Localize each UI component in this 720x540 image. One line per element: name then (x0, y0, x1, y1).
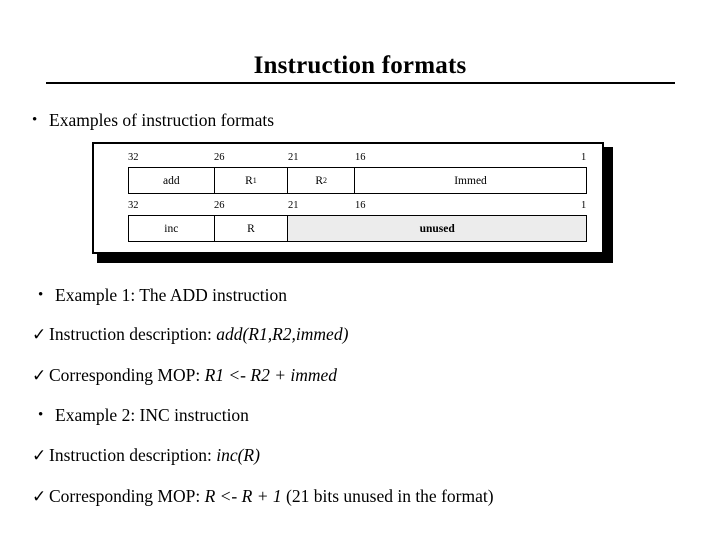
field-label: add (163, 174, 180, 187)
bullet-example-1-description: ✓Instruction description: add(R1,R2,imme… (32, 324, 348, 346)
bit-label-26: 26 (214, 152, 225, 163)
bit-label-26: 26 (214, 200, 225, 211)
field-label: Immed (454, 174, 487, 187)
field-label: R (315, 174, 323, 187)
page-title: Instruction formats (253, 52, 467, 79)
field-opcode-add: add (129, 168, 215, 193)
bit-label-21: 21 (288, 200, 299, 211)
inc-format-block: 32 26 21 16 1 inc R unused (128, 200, 587, 242)
bullet-text: Example 1: The ADD instruction (55, 285, 288, 305)
checkmark-icon: ✓ (32, 487, 47, 507)
field-label: unused (419, 222, 455, 235)
bullet-example-2-heading: • Example 2: INC instruction (38, 405, 249, 428)
add-format-bit-labels: 32 26 21 16 1 (128, 152, 587, 167)
bullet-text: Example 2: INC instruction (55, 405, 249, 425)
field-label: R (245, 174, 253, 187)
bullet-example-1-mop: ✓Corresponding MOP: R1 <- R2 + immed (32, 365, 337, 387)
field-label: inc (164, 222, 179, 235)
bullet-example-2-mop: ✓Corresponding MOP: R <- R + 1 (21 bits … (32, 486, 494, 508)
bullet-label: Corresponding MOP: (49, 486, 205, 506)
bit-label-1: 1 (581, 200, 587, 211)
field-opcode-inc: inc (129, 216, 215, 241)
field-unused: unused (288, 216, 586, 241)
bit-label-21: 21 (288, 152, 299, 163)
field-immediate: Immed (355, 168, 586, 193)
bit-label-32: 32 (128, 200, 139, 211)
bit-label-32: 32 (128, 152, 139, 163)
bullet-example-1-heading: • Example 1: The ADD instruction (38, 285, 287, 308)
bullet-example-2-description: ✓Instruction description: inc(R) (32, 445, 260, 467)
bullet-dot-icon: • (32, 112, 38, 128)
bit-label-1: 1 (581, 152, 587, 163)
title-divider (46, 82, 675, 84)
bullet-code: R1 <- R2 + immed (204, 365, 338, 385)
checkmark-icon: ✓ (32, 446, 47, 466)
bit-label-16: 16 (355, 200, 366, 211)
bullet-label: Instruction description: (49, 324, 217, 344)
field-subscript: 1 (252, 176, 257, 185)
field-subscript: 2 (323, 176, 327, 185)
inc-format-bit-labels: 32 26 21 16 1 (128, 200, 587, 215)
bullet-code: R <- R + 1 (204, 486, 282, 506)
inc-format-fields: inc R unused (128, 215, 587, 242)
bullet-code: add(R1,R2,immed) (216, 324, 349, 344)
bit-label-16: 16 (355, 152, 366, 163)
bullet-dot-icon: • (38, 407, 44, 423)
bullet-label: Instruction description: (49, 445, 217, 465)
bullet-suffix: (21 bits unused in the format) (281, 486, 494, 506)
bullet-examples-of-instruction-formats: • Examples of instruction formats (32, 110, 274, 133)
field-label: R (247, 222, 255, 235)
bullet-label: Corresponding MOP: (49, 365, 205, 385)
bullet-text: Examples of instruction formats (49, 110, 275, 130)
checkmark-icon: ✓ (32, 366, 47, 386)
field-register-r: R (214, 216, 289, 241)
bullet-code: inc(R) (216, 445, 260, 465)
checkmark-icon: ✓ (32, 325, 47, 345)
bullet-dot-icon: • (38, 287, 44, 303)
